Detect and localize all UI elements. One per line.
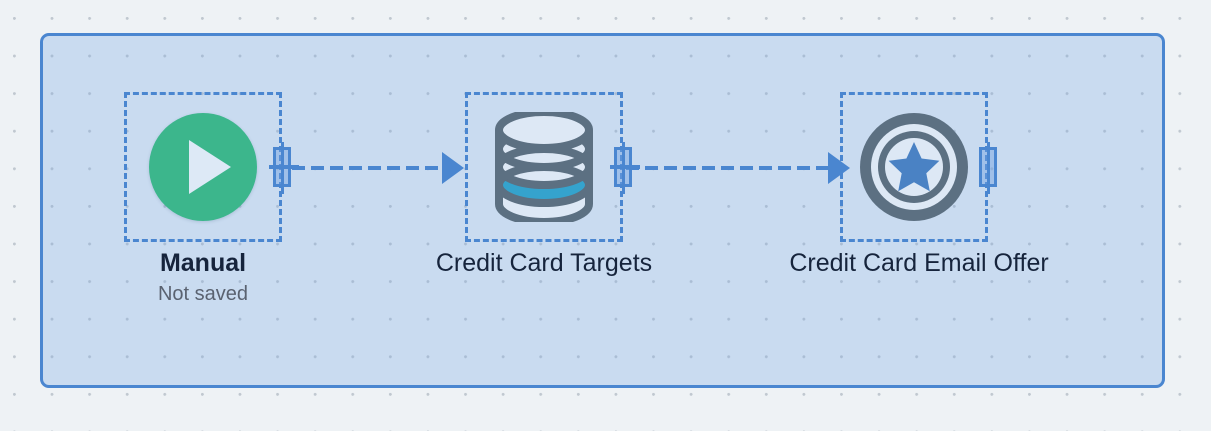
- edge-targets-to-offer-arrowhead: [828, 152, 850, 184]
- target-star-badge-icon[interactable]: [840, 92, 988, 242]
- edge-targets-to-offer[interactable]: [626, 166, 828, 170]
- node-credit-card-targets-output-port[interactable]: [610, 142, 640, 194]
- play-circle-icon-disc: [149, 113, 257, 221]
- node-manual-trigger-label: Manual: [159, 249, 247, 277]
- edge-manual-to-targets[interactable]: [292, 166, 442, 170]
- port-horizontal-tick-icon: [610, 165, 640, 169]
- target-star-badge-icon-svg: [860, 113, 968, 221]
- node-credit-card-email-offer-output-port[interactable]: [979, 142, 997, 194]
- node-credit-card-email-offer-label: Credit Card Email Offer: [789, 249, 1049, 277]
- node-manual-trigger-output-port[interactable]: [269, 142, 299, 194]
- port-horizontal-tick-icon: [269, 165, 299, 169]
- database-cylinder-icon-svg: [495, 112, 593, 222]
- node-credit-card-targets-label: Credit Card Targets: [435, 249, 653, 277]
- port-vertical-tick-icon: [986, 142, 990, 194]
- node-manual-trigger-sublabel: Not saved: [157, 283, 249, 305]
- play-triangle-icon: [189, 140, 231, 194]
- database-cylinder-icon[interactable]: [465, 92, 623, 242]
- edge-manual-to-targets-arrowhead: [442, 152, 464, 184]
- play-circle-icon[interactable]: [124, 92, 282, 242]
